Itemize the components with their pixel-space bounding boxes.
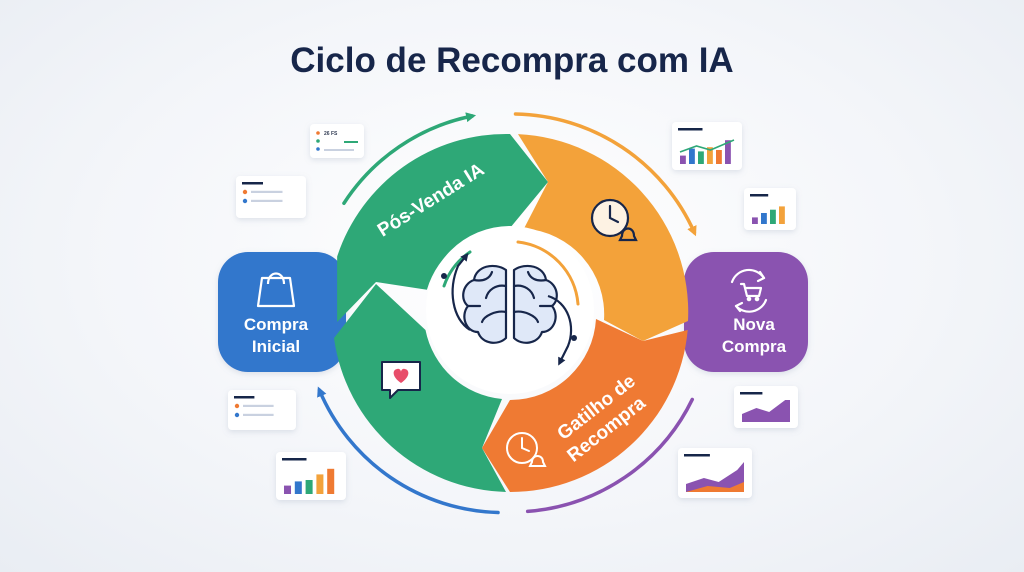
dashboard-card-top-right bbox=[672, 122, 742, 170]
outer-arc-green bbox=[342, 112, 477, 205]
card-header-line bbox=[282, 458, 307, 461]
clock-bell-icon bbox=[590, 198, 638, 242]
card-bar bbox=[294, 481, 302, 494]
card-row-line bbox=[243, 413, 274, 416]
dashboard-card-top-left: 26 FS bbox=[310, 124, 364, 158]
segment-deep-orange bbox=[482, 319, 688, 493]
card-bar bbox=[316, 474, 324, 494]
label-nova-compra-2: Compra bbox=[722, 337, 787, 356]
outer-arc-orange bbox=[513, 112, 697, 237]
card-row-line bbox=[324, 149, 354, 151]
card-area bbox=[742, 400, 790, 422]
circuit-arrow-left bbox=[451, 252, 471, 331]
outer-arc-purple bbox=[525, 397, 695, 514]
inner-arc-orange bbox=[516, 240, 580, 306]
card-bar bbox=[680, 155, 686, 164]
label-compra-inicial-2: Inicial bbox=[252, 337, 300, 356]
cards-layer: 26 FS bbox=[228, 122, 798, 500]
card-bar bbox=[327, 468, 335, 494]
dashboard-card-list-lower-left bbox=[228, 390, 296, 430]
card-header-line bbox=[678, 128, 703, 131]
center-disc bbox=[426, 226, 594, 394]
card-dot bbox=[242, 198, 248, 204]
card-header-line bbox=[234, 396, 255, 399]
cart-refresh-icon bbox=[730, 268, 768, 313]
card-dot bbox=[316, 147, 320, 151]
card-bar bbox=[779, 206, 785, 224]
card-bar bbox=[305, 480, 313, 494]
brain-icon bbox=[462, 264, 558, 344]
card-row-line bbox=[251, 199, 283, 202]
stage-compra-inicial bbox=[218, 252, 346, 372]
clock-bell-icon-2 bbox=[506, 432, 547, 467]
card-bar bbox=[707, 147, 713, 164]
dashboard-card-list-upper-left bbox=[236, 176, 306, 218]
card-bar bbox=[284, 485, 292, 494]
circuit-dot bbox=[571, 335, 577, 341]
card-row-line bbox=[344, 141, 358, 143]
card-row-line bbox=[243, 404, 274, 407]
card-bar bbox=[689, 148, 695, 164]
card-dot bbox=[234, 412, 240, 418]
dashboard-card-bars-right bbox=[744, 188, 796, 230]
circuit-dot bbox=[441, 273, 447, 279]
label-compra-inicial-1: Compra bbox=[244, 315, 309, 334]
heart-chat-icon bbox=[381, 361, 421, 399]
dashboard-card-area-right bbox=[734, 386, 798, 428]
card-bar bbox=[725, 140, 731, 164]
segment-green bbox=[337, 133, 548, 322]
card-bar bbox=[716, 150, 722, 164]
label-nova-compra-1: Nova bbox=[733, 315, 775, 334]
segment-orange bbox=[518, 134, 689, 341]
card-text: 26 FS bbox=[324, 131, 338, 137]
card-header-line bbox=[684, 454, 710, 457]
circuit-arrow-right bbox=[547, 294, 573, 366]
page-title: Ciclo de Recompra com IA bbox=[290, 41, 733, 80]
dashboard-card-bars-lower-left bbox=[276, 452, 346, 500]
card-bar bbox=[698, 151, 704, 164]
card-bar bbox=[752, 217, 758, 224]
dashboard-card-area-lower-right bbox=[678, 448, 752, 498]
card-header-line bbox=[750, 194, 769, 197]
card-row-line bbox=[251, 190, 283, 193]
card-dot bbox=[316, 139, 320, 143]
card-dot bbox=[234, 403, 240, 409]
card-header-line bbox=[740, 392, 763, 395]
card-area bbox=[686, 482, 744, 492]
outer-arc-blue bbox=[317, 386, 500, 515]
card-trend-line bbox=[679, 139, 735, 153]
card-header-line bbox=[242, 182, 263, 185]
card-area bbox=[686, 462, 744, 492]
card-dot bbox=[242, 189, 248, 195]
card-dot bbox=[316, 131, 320, 135]
shopping-bag-icon bbox=[256, 272, 296, 308]
card-bar bbox=[770, 209, 776, 224]
card-bar bbox=[761, 213, 767, 224]
